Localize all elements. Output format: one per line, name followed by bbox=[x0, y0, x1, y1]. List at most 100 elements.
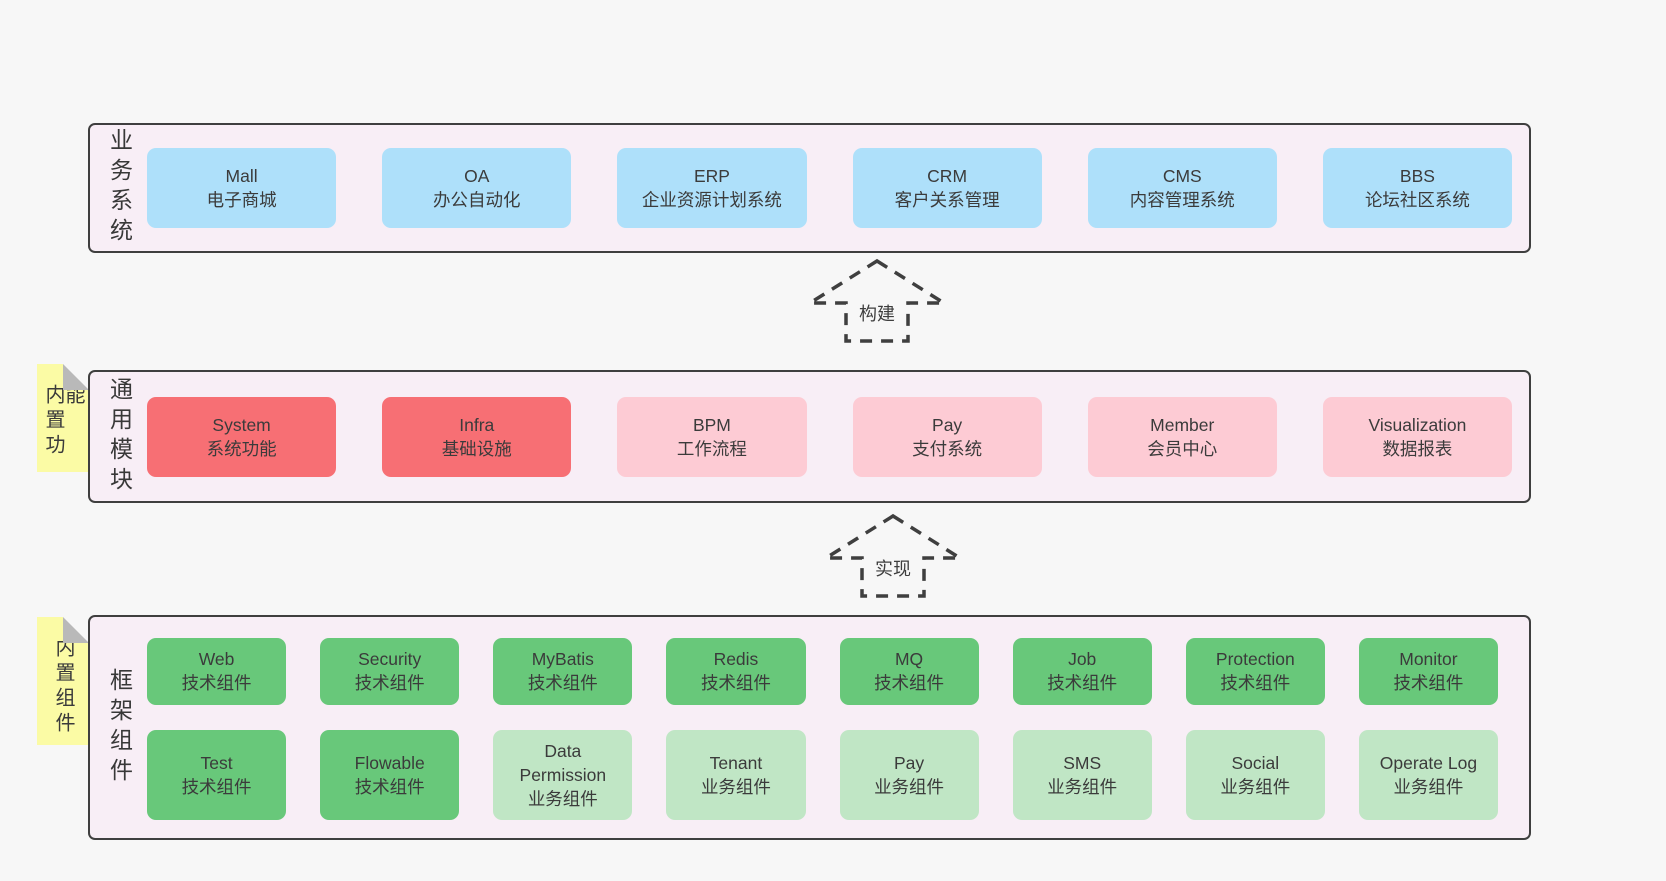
box-title: System bbox=[212, 414, 271, 435]
box-subtitle: 电子商城 bbox=[206, 190, 277, 210]
box-test: Test 技术组件 bbox=[147, 729, 287, 820]
box-subtitle: 技术组件 bbox=[354, 673, 425, 694]
section-label-text: 通用模块 bbox=[106, 376, 133, 497]
box-social: Social 业务组件 bbox=[1185, 729, 1325, 820]
box-cms: CMS 内容管理系统 bbox=[1087, 148, 1277, 228]
box-subtitle: 论坛社区系统 bbox=[1364, 190, 1470, 210]
box-pay-component: Pay 业务组件 bbox=[839, 729, 979, 820]
box-subtitle: 数据报表 bbox=[1382, 438, 1453, 459]
box-subtitle: 企业资源计划系统 bbox=[641, 190, 782, 210]
common-modules-row: System 系统功能 Infra 基础设施 BPM 工作流程 Pay 支付系统… bbox=[147, 372, 1513, 501]
box-title: Test bbox=[200, 752, 233, 773]
box-subtitle: 业务组件 bbox=[1047, 776, 1118, 797]
box-security: Security 技术组件 bbox=[320, 638, 460, 705]
box-subtitle: 支付系统 bbox=[912, 438, 983, 459]
box-subtitle: 技术组件 bbox=[354, 776, 425, 797]
arrow-implement-up: 实现 bbox=[819, 512, 967, 605]
sticky-note-label: 内置组件 bbox=[52, 637, 74, 737]
box-subtitle: 业务组件 bbox=[1220, 776, 1291, 797]
box-subtitle: 技术组件 bbox=[181, 673, 252, 694]
box-title: Job bbox=[1068, 649, 1097, 670]
box-mq: MQ 技术组件 bbox=[839, 638, 979, 705]
box-erp: ERP 企业资源计划系统 bbox=[617, 148, 807, 228]
box-subtitle: 技术组件 bbox=[700, 673, 771, 694]
box-subtitle: 内容管理系统 bbox=[1129, 190, 1235, 210]
box-monitor: Monitor 技术组件 bbox=[1358, 638, 1498, 705]
box-title: SMS bbox=[1063, 752, 1102, 773]
box-member: Member 会员中心 bbox=[1087, 396, 1277, 477]
box-title: Tenant bbox=[709, 752, 763, 773]
arrow-label: 构建 bbox=[859, 304, 895, 324]
box-title: Data Permission bbox=[519, 740, 607, 785]
dashed-up-arrow-icon: 构建 bbox=[803, 258, 951, 343]
box-title: Social bbox=[1231, 752, 1280, 773]
box-crm: CRM 客户关系管理 bbox=[852, 148, 1042, 228]
box-title: MQ bbox=[894, 649, 924, 670]
box-subtitle: 技术组件 bbox=[1220, 673, 1291, 694]
sticky-note-label: 内置功能 bbox=[42, 384, 84, 459]
box-title: Operate Log bbox=[1379, 752, 1478, 773]
sticky-note-built-in-features: 内置功能 bbox=[37, 364, 89, 472]
box-title: Pay bbox=[932, 414, 963, 435]
box-protection: Protection 技术组件 bbox=[1185, 638, 1325, 705]
box-subtitle: 业务组件 bbox=[874, 776, 945, 797]
box-mybatis: MyBatis 技术组件 bbox=[493, 638, 633, 705]
box-subtitle: 会员中心 bbox=[1147, 438, 1218, 459]
box-title: Protection bbox=[1215, 649, 1295, 670]
box-title: Member bbox=[1150, 414, 1215, 435]
box-title: Pay bbox=[893, 752, 925, 773]
box-subtitle: 工作流程 bbox=[676, 438, 747, 459]
box-title: Visualization bbox=[1368, 414, 1467, 435]
box-title: BPM bbox=[692, 414, 731, 435]
box-subtitle: 业务组件 bbox=[527, 788, 598, 809]
box-pay-module: Pay 支付系统 bbox=[852, 396, 1042, 477]
box-flowable: Flowable 技术组件 bbox=[320, 729, 460, 820]
box-subtitle: 技术组件 bbox=[527, 673, 598, 694]
box-title: CRM bbox=[927, 166, 968, 186]
box-title: OA bbox=[464, 166, 490, 186]
box-subtitle: 业务组件 bbox=[1393, 776, 1464, 797]
section-framework-components: 框架组件 Web 技术组件 Security 技术组件 MyBatis 技术组件… bbox=[88, 615, 1531, 840]
box-subtitle: 技术组件 bbox=[181, 776, 252, 797]
section-vertical-label: 框架组件 bbox=[90, 617, 148, 838]
arrow-label: 实现 bbox=[875, 559, 911, 579]
box-mall: Mall 电子商城 bbox=[147, 148, 337, 228]
box-oa: OA 办公自动化 bbox=[382, 148, 572, 228]
box-job: Job 技术组件 bbox=[1012, 638, 1152, 705]
box-title: CMS bbox=[1162, 166, 1202, 186]
section-business-systems: 业务系统 Mall 电子商城 OA 办公自动化 ERP 企业资源计划系统 CRM… bbox=[88, 123, 1531, 253]
box-redis: Redis 技术组件 bbox=[666, 638, 806, 705]
box-visualization: Visualization 数据报表 bbox=[1322, 396, 1513, 477]
box-title: Flowable bbox=[354, 752, 425, 773]
box-subtitle: 办公自动化 bbox=[433, 190, 521, 210]
box-title: Mall bbox=[225, 166, 258, 186]
box-system: System 系统功能 bbox=[147, 396, 337, 477]
box-sms: SMS 业务组件 bbox=[1012, 729, 1152, 820]
box-subtitle: 技术组件 bbox=[874, 673, 945, 694]
sticky-note-built-in-components: 内置组件 bbox=[37, 617, 89, 745]
box-title: MyBatis bbox=[531, 649, 594, 670]
box-bbs: BBS 论坛社区系统 bbox=[1322, 148, 1513, 228]
box-title: BBS bbox=[1399, 166, 1435, 186]
box-web: Web 技术组件 bbox=[147, 638, 287, 705]
box-subtitle: 系统功能 bbox=[206, 438, 277, 459]
box-title: Redis bbox=[713, 649, 759, 670]
box-tenant: Tenant 业务组件 bbox=[666, 729, 806, 820]
section-vertical-label: 业务系统 bbox=[90, 125, 148, 251]
arrow-build-up: 构建 bbox=[803, 257, 951, 350]
box-title: Monitor bbox=[1399, 649, 1458, 670]
section-common-modules: 通用模块 System 系统功能 Infra 基础设施 BPM 工作流程 Pay… bbox=[88, 370, 1531, 503]
box-title: Infra bbox=[459, 414, 495, 435]
box-infra: Infra 基础设施 bbox=[382, 396, 572, 477]
box-operate-log: Operate Log 业务组件 bbox=[1358, 729, 1498, 820]
box-title: Web bbox=[198, 649, 235, 670]
box-subtitle: 技术组件 bbox=[1393, 673, 1464, 694]
box-subtitle: 客户关系管理 bbox=[894, 190, 1000, 210]
box-title: Security bbox=[358, 649, 422, 670]
framework-components-grid: Web 技术组件 Security 技术组件 MyBatis 技术组件 Redi… bbox=[147, 638, 1498, 820]
box-subtitle: 业务组件 bbox=[700, 776, 771, 797]
box-data-permission: Data Permission 业务组件 bbox=[493, 729, 633, 820]
box-title: ERP bbox=[693, 166, 730, 186]
section-label-text: 框架组件 bbox=[106, 667, 133, 788]
section-label-text: 业务系统 bbox=[106, 128, 133, 248]
